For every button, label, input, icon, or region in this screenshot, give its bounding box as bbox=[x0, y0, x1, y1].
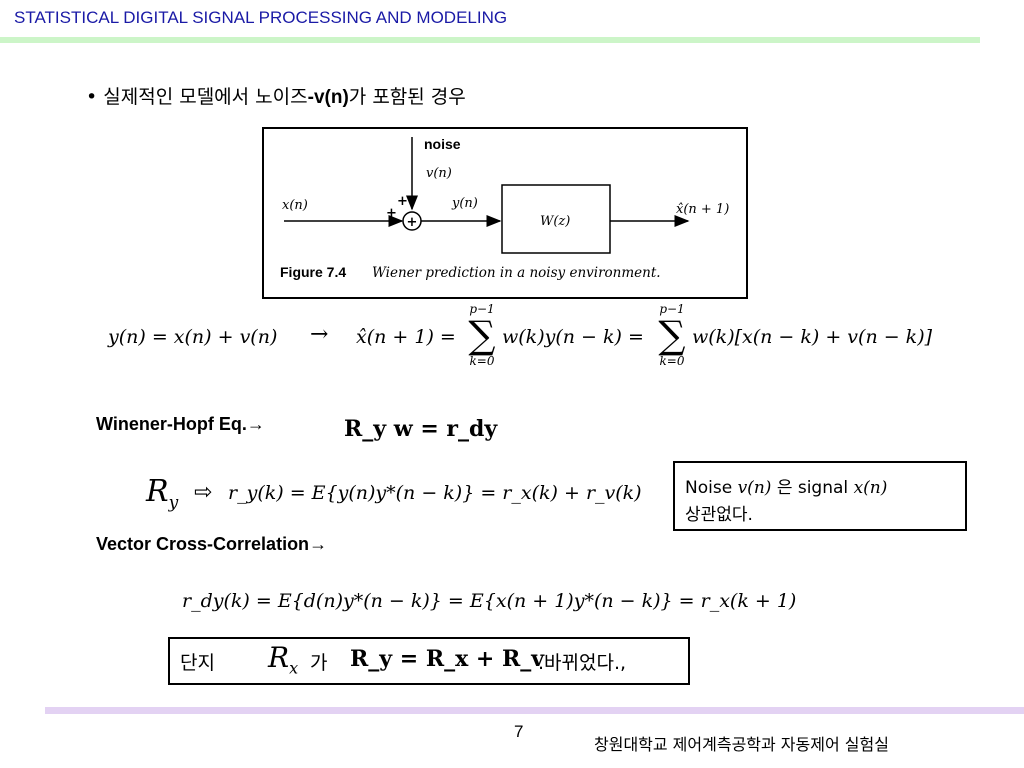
conclusion-suffix: .바뀌었다., bbox=[538, 652, 627, 674]
eq-pred-lhs: x̂(n + 1) = bbox=[356, 326, 456, 348]
vcc-arrow: → bbox=[309, 534, 328, 554]
ry-autocorrelation-equation: r_y(k) = E{y(n)y*(n − k)} = r_x(k) + r_v… bbox=[228, 482, 642, 504]
ry-subscript: y bbox=[168, 493, 179, 513]
junction-plus: + bbox=[407, 215, 418, 230]
eq-arrow: → bbox=[310, 322, 329, 347]
mid-signal-label: y(n) bbox=[451, 196, 478, 211]
bullet-point: • 실제적인 모델에서 노이즈-v(n)가 포함된 경우 bbox=[86, 82, 466, 109]
plus-top: + bbox=[397, 194, 408, 209]
conclusion-box: 단지 Rx 가 R_y = R_x + R_v .바뀌었다., bbox=[168, 637, 690, 685]
header-divider bbox=[0, 37, 980, 43]
sum-2: p−1 ∑ k=0 bbox=[656, 302, 688, 368]
sum-2-upper: p−1 bbox=[659, 302, 685, 316]
ry-letter: R bbox=[146, 474, 169, 509]
bullet-marker: • bbox=[86, 86, 98, 108]
footer-divider bbox=[45, 707, 1024, 714]
noise-signal-label: v(n) bbox=[426, 166, 452, 181]
bullet-text-after: 가 포함된 경우 bbox=[348, 86, 466, 108]
conclusion-formula: R_y = R_x + R_v bbox=[350, 646, 545, 672]
filter-block bbox=[501, 184, 611, 254]
block-diagram-svg: noise v(n) x(n) + + + y(n) W(z) x̂(n + 1… bbox=[280, 136, 729, 281]
noise-note-v: v(n) bbox=[737, 478, 772, 498]
rx-letter: R bbox=[268, 641, 290, 674]
bullet-text-bold: -v(n) bbox=[307, 87, 349, 108]
sum-1: p−1 ∑ k=0 bbox=[466, 302, 498, 368]
figure-block-diagram: noise v(n) x(n) + + + y(n) W(z) x̂(n + 1… bbox=[262, 127, 748, 299]
figure-caption-number: Figure 7.4 bbox=[280, 264, 346, 280]
winener-hopf-label: Winener-Hopf Eq.→ bbox=[96, 414, 265, 435]
sum-1-symbol: ∑ bbox=[468, 313, 496, 357]
noise-note-x: x(n) bbox=[853, 478, 888, 498]
sum-1-lower: k=0 bbox=[469, 354, 495, 368]
hollow-arrow-icon: ⇨ bbox=[194, 480, 213, 505]
slide-header-title: STATISTICAL DIGITAL SIGNAL PROCESSING AN… bbox=[14, 8, 508, 27]
page-number: 7 bbox=[514, 722, 524, 741]
winener-hopf-text: Winener-Hopf Eq. bbox=[96, 414, 247, 434]
noise-note-line2: 상관없다. bbox=[685, 505, 753, 525]
conclusion-ga: 가 bbox=[310, 652, 328, 674]
winener-hopf-equation: R_y w = r_dy bbox=[344, 416, 498, 442]
eq-pred-mid: w(k)y(n − k) = bbox=[502, 326, 644, 348]
noise-note-box: Noise v(n) 은 signal x(n) 상관없다. bbox=[673, 461, 967, 531]
input-label: x(n) bbox=[282, 198, 308, 213]
eq-pred-rhs: w(k)[x(n − k) + v(n − k)] bbox=[692, 326, 933, 348]
rdy-cross-correlation-equation: r_dy(k) = E{d(n)y*(n − k)} = E{x(n + 1)y… bbox=[182, 590, 797, 612]
sum-1-upper: p−1 bbox=[469, 302, 495, 316]
rx-symbol: Rx bbox=[268, 641, 298, 678]
vcc-text: Vector Cross-Correlation bbox=[96, 534, 310, 554]
sum-2-symbol: ∑ bbox=[658, 313, 686, 357]
figure-caption-text: Wiener prediction in a noisy environment… bbox=[372, 265, 661, 281]
rx-subscript: x bbox=[289, 658, 299, 678]
plus-left: + bbox=[386, 206, 397, 221]
eq-noisy-signal: y(n) = x(n) + v(n) bbox=[108, 326, 278, 348]
sum-2-lower: k=0 bbox=[659, 354, 685, 368]
winener-arrow: → bbox=[246, 414, 265, 434]
conclusion-prefix: 단지 bbox=[180, 652, 215, 674]
footer-organization: 창원대학교 제어계측공학과 자동제어 실험실 bbox=[594, 735, 889, 754]
vector-cross-correlation-label: Vector Cross-Correlation→ bbox=[96, 534, 327, 555]
filter-label: W(z) bbox=[540, 214, 570, 229]
noise-label: noise bbox=[424, 136, 461, 152]
output-label: x̂(n + 1) bbox=[676, 202, 729, 217]
bullet-text-before: 실제적인 모델에서 노이즈 bbox=[103, 86, 308, 108]
noise-note-word: Noise bbox=[685, 478, 733, 498]
noise-note-line1: Noise v(n) 은 signal x(n) bbox=[685, 473, 887, 498]
noise-note-mid: 은 signal bbox=[776, 478, 849, 498]
ry-symbol: Ry bbox=[146, 474, 178, 513]
